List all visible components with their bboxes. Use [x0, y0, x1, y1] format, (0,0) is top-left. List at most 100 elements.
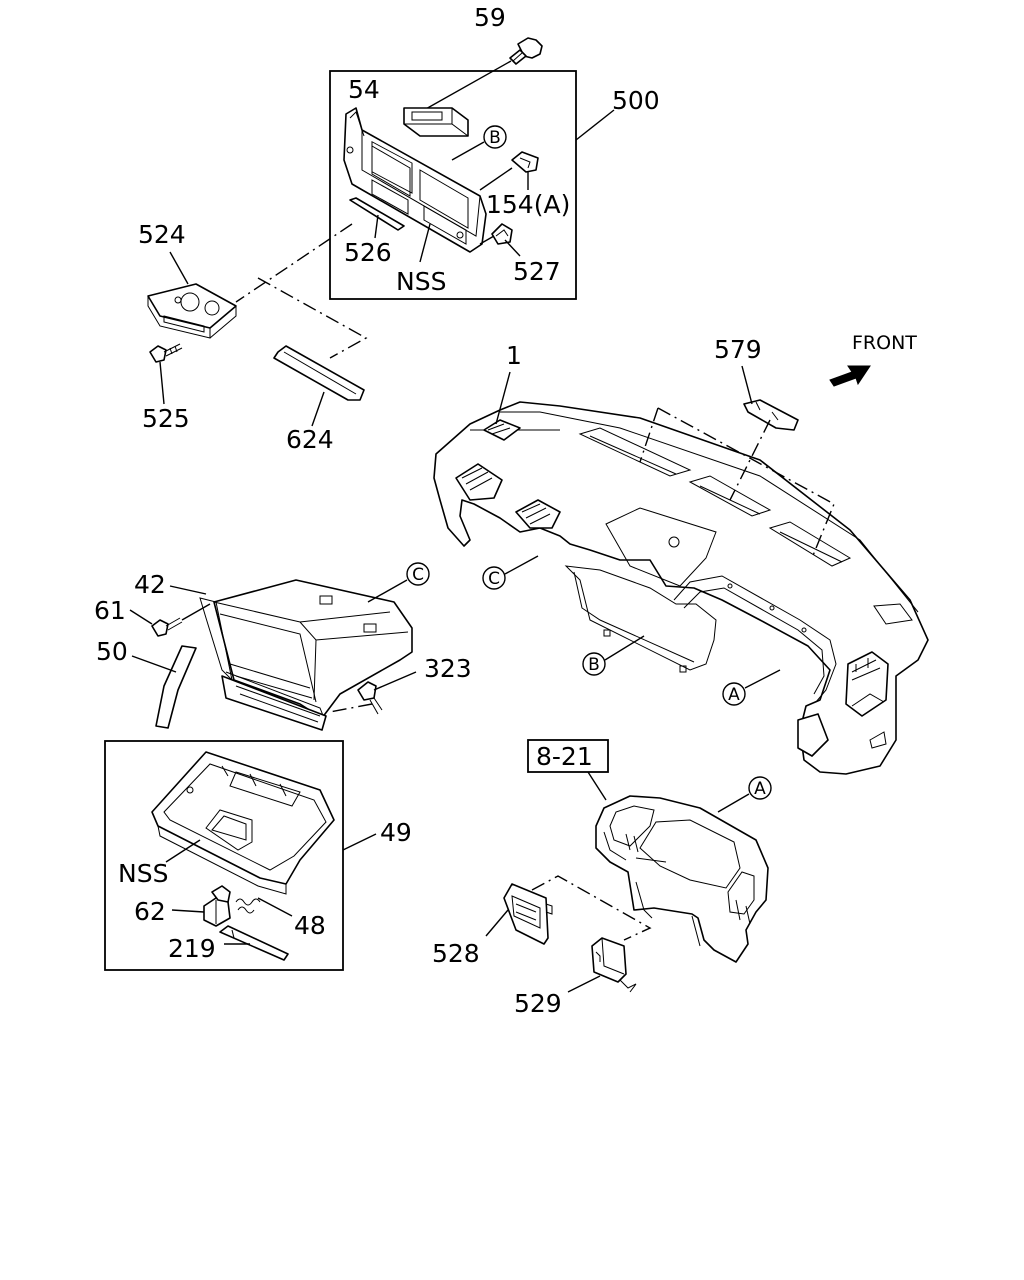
- clip-154a-icon: [511, 151, 539, 173]
- latch-62-icon: [203, 885, 231, 927]
- label-624: 624: [286, 425, 334, 454]
- label-42: 42: [134, 570, 166, 599]
- dash-579-b: [657, 407, 835, 559]
- leader-50: [131, 655, 177, 673]
- leader-c-dash: [504, 555, 539, 575]
- switch-529-icon: [591, 937, 637, 993]
- leader-323: [373, 671, 417, 691]
- ref-circle-b-top: [483, 125, 507, 149]
- strip-624-icon: [273, 345, 365, 401]
- ref-circle-a-dash-label: A: [728, 685, 740, 705]
- label-528: 528: [432, 939, 480, 968]
- bracket-524-icon: [147, 283, 237, 339]
- leader-a-cluster: [717, 793, 750, 813]
- spring-48-icon: [235, 898, 261, 914]
- bracket-54-icon: [403, 107, 469, 137]
- label-49: 49: [380, 818, 412, 847]
- ref-box-8-21: [527, 739, 609, 773]
- label-524: 524: [138, 220, 186, 249]
- bezel-500-icon: [343, 107, 487, 253]
- ref-circle-b-top-label: B: [489, 128, 501, 148]
- glovebox-lid-49-icon: [151, 751, 335, 895]
- screw-525-icon: [149, 343, 183, 363]
- leader-49: [342, 833, 377, 851]
- label-323: 323: [424, 654, 472, 683]
- label-62: 62: [134, 897, 166, 926]
- strip-526-icon: [349, 197, 405, 231]
- ref-circle-c-box: [406, 562, 430, 586]
- cluster-bezel-icon: [595, 795, 769, 963]
- label-526: 526: [344, 238, 392, 267]
- leader-c-box: [367, 579, 408, 603]
- label-500: 500: [612, 86, 660, 115]
- ref-circle-c-dash-label: C: [488, 569, 500, 589]
- ref-circle-c-box-label: C: [412, 565, 424, 585]
- leader-nss-glove: [165, 839, 201, 863]
- trim-50-icon: [155, 645, 197, 729]
- leader-61-b: [181, 603, 211, 621]
- leader-b-top: [451, 141, 485, 161]
- dash-323: [329, 703, 373, 713]
- glovebox-housing-42-icon: [199, 579, 413, 731]
- leader-524: [169, 251, 189, 285]
- leader-1: [495, 371, 511, 425]
- clip-527-icon: [491, 223, 513, 245]
- label-8-21: 8-21: [536, 742, 593, 771]
- label-527: 527: [513, 257, 561, 286]
- clip-579-icon: [743, 399, 799, 431]
- bolt-59-icon: [509, 37, 543, 65]
- switch-528-icon: [503, 883, 553, 945]
- label-529: 529: [514, 989, 562, 1018]
- leader-8-21: [587, 771, 607, 801]
- label-59: 59: [474, 3, 506, 32]
- leader-526: [374, 214, 379, 239]
- leader-59: [423, 60, 512, 111]
- dash-box-to-524: [235, 223, 353, 303]
- label-50: 50: [96, 637, 128, 666]
- label-nss-glove: NSS: [118, 859, 168, 888]
- leader-a-dash: [744, 669, 781, 689]
- leader-42: [169, 585, 207, 595]
- inset-box-49: [104, 740, 344, 971]
- label-1: 1: [506, 341, 522, 370]
- label-525: 525: [142, 404, 190, 433]
- label-48: 48: [294, 911, 326, 940]
- rod-219-icon: [219, 925, 289, 961]
- leader-579: [741, 365, 753, 405]
- dash-to-624: [257, 277, 368, 359]
- label-154a: 154(A): [486, 190, 570, 219]
- label-front: FRONT: [852, 332, 917, 354]
- front-arrow-icon: [829, 365, 871, 387]
- inset-box-500: [329, 70, 577, 300]
- leader-527-2: [479, 235, 495, 245]
- leader-500: [575, 109, 615, 141]
- ref-circle-c-dash: [482, 566, 506, 590]
- ref-circle-a-dash: [722, 682, 746, 706]
- leader-529: [567, 975, 601, 993]
- screw-323-icon: [357, 681, 383, 715]
- ref-circle-b-dash: [582, 652, 606, 676]
- label-61: 61: [94, 596, 126, 625]
- label-54: 54: [348, 75, 380, 104]
- leader-62: [171, 909, 205, 913]
- leader-525: [159, 361, 165, 405]
- ref-circle-a-cluster: [748, 776, 772, 800]
- leader-624: [311, 391, 325, 427]
- label-579: 579: [714, 335, 762, 364]
- dashboard-1-icon: [433, 401, 929, 775]
- dash-switches: [531, 875, 652, 941]
- ref-circle-b-dash-label: B: [588, 655, 600, 675]
- leader-b-dash: [604, 635, 645, 661]
- ref-circle-a-cluster-label: A: [754, 779, 766, 799]
- leader-nss-top: [419, 223, 431, 263]
- leader-48: [257, 897, 293, 917]
- leader-61: [129, 609, 153, 625]
- label-219: 219: [168, 934, 216, 963]
- screw-61-icon: [151, 617, 183, 637]
- leader-527: [504, 239, 521, 257]
- label-nss-top: NSS: [396, 267, 446, 296]
- leader-528: [485, 909, 509, 937]
- leader-154a-2: [479, 167, 513, 191]
- dash-579-a: [639, 407, 659, 463]
